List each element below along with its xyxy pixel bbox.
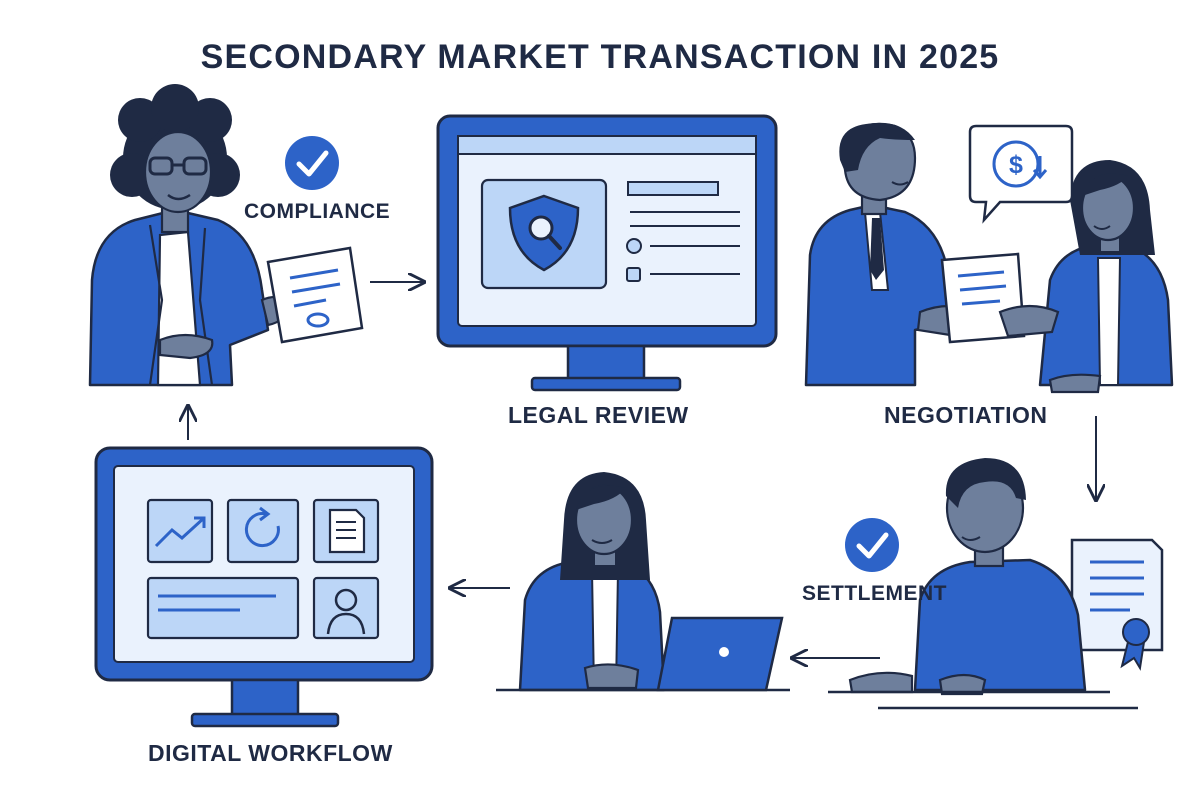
step-label-settlement: SETTLEMENT: [802, 582, 947, 605]
document-icon: [266, 246, 364, 344]
certificate-icon: [1070, 538, 1164, 671]
negotiation-woman: [998, 160, 1174, 394]
svg-text:$: $: [1009, 151, 1023, 179]
legal-review-monitor: [436, 114, 778, 392]
shield-search-icon: [508, 194, 580, 272]
settlement-person: [828, 458, 1138, 710]
laptop-icon: [656, 616, 784, 692]
digital-workflow-monitor: [94, 446, 434, 728]
refresh-icon: [244, 506, 280, 548]
compliance-person: [88, 84, 364, 387]
step-label-digital-workflow: DIGITAL WORKFLOW: [148, 740, 393, 766]
laptop-person: [496, 472, 790, 692]
step-label-negotiation: NEGOTIATION: [884, 402, 1048, 428]
document-icon: [328, 508, 366, 554]
chart-up-icon: [154, 516, 206, 548]
speech-bubble: $: [968, 124, 1074, 224]
settlement-check-icon: [845, 518, 899, 572]
dollar-cycle-icon: $: [992, 140, 1048, 188]
diagram-title: SECONDARY MARKET TRANSACTION IN 2025: [200, 38, 1000, 76]
negotiation-man: [804, 122, 977, 387]
step-label-legal-review: LEGAL REVIEW: [508, 402, 689, 428]
user-icon: [326, 588, 366, 635]
step-label-compliance: COMPLIANCE: [244, 200, 391, 223]
compliance-check-icon: [285, 136, 339, 190]
